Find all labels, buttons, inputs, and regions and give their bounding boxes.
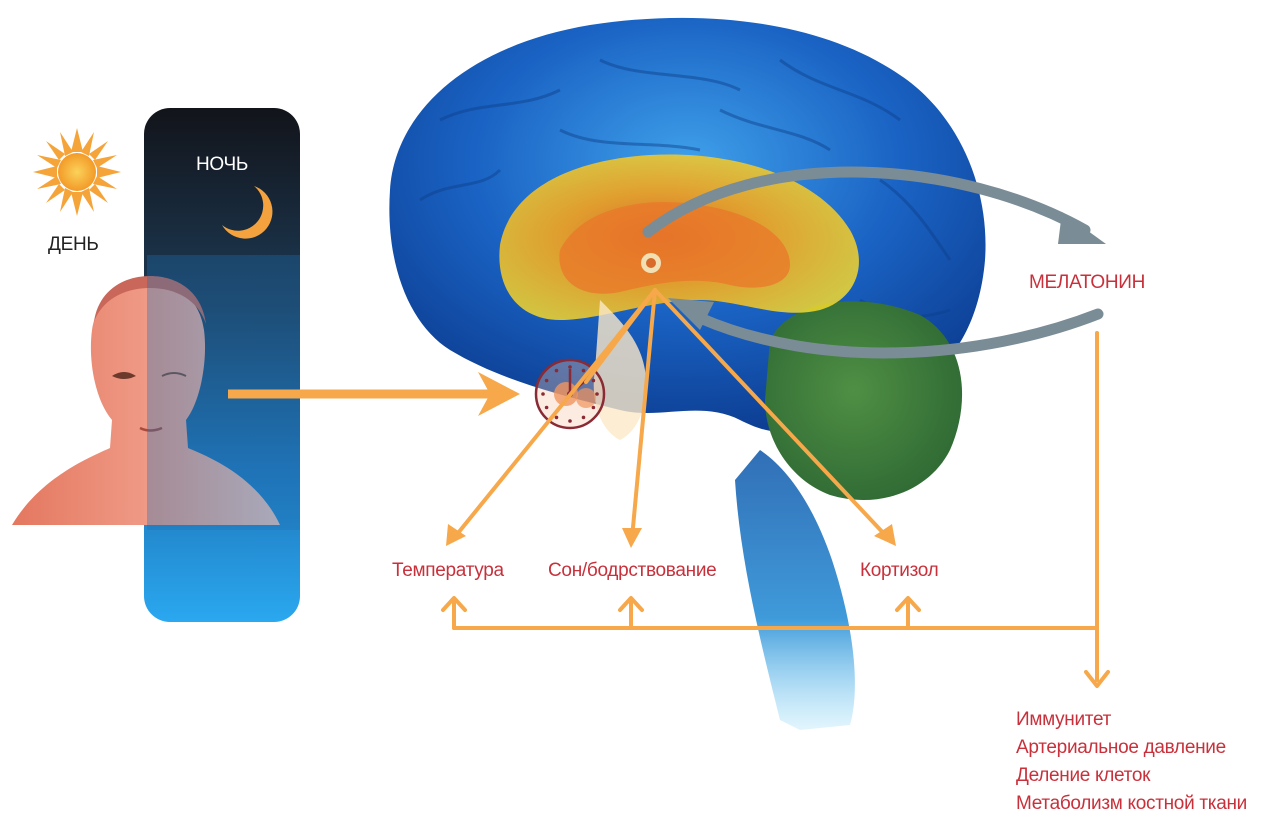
sleep-wake-label: Сон/бодрствование [548, 560, 716, 582]
cortisol-label: Кортизол [860, 560, 938, 582]
brain-illustration [389, 18, 985, 730]
melatonin-label: МЕЛАТОНИН [1029, 272, 1145, 294]
melatonin-effects-list: Иммунитет Артериальное давление Деление … [1016, 706, 1247, 818]
night-label: НОЧЬ [196, 154, 248, 176]
effect-immunity: Иммунитет [1016, 706, 1247, 734]
day-label: ДЕНЬ [48, 234, 99, 256]
effect-bone-metabolism: Метаболизм костной ткани [1016, 790, 1247, 818]
effect-blood-pressure: Артериальное давление [1016, 734, 1247, 762]
output-arrowheads [446, 524, 896, 548]
temperature-label: Температура [392, 560, 504, 582]
sun-icon [33, 128, 121, 216]
effect-cell-division: Деление клеток [1016, 762, 1247, 790]
